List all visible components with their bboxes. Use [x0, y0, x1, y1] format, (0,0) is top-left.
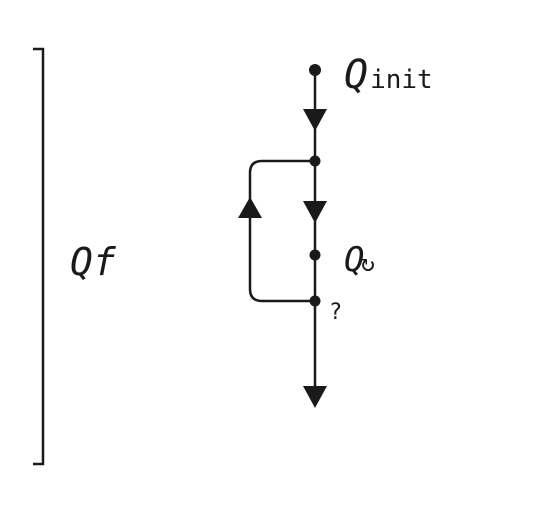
arrow-up-loop: [238, 197, 262, 218]
loop-path: [248, 159, 315, 303]
init-label: Qinit: [344, 52, 433, 98]
branch-label: ?: [329, 300, 342, 325]
arrow-down-1: [303, 109, 327, 131]
init-label-subscript: init: [370, 65, 433, 95]
loop-label-base: Q: [344, 240, 364, 280]
init-label-base: Q: [344, 52, 368, 98]
bracket-label: Qf: [70, 240, 117, 284]
loop-icon: ↻: [360, 249, 374, 277]
left-bracket: [33, 47, 45, 466]
loop-node: [309, 249, 321, 261]
arrow-down-exit: [303, 386, 327, 408]
branch-node: [309, 295, 321, 307]
merge-node: [309, 155, 321, 167]
init-node: [309, 64, 321, 76]
loop-label: Q↻: [344, 240, 375, 280]
arrow-down-2: [303, 201, 327, 223]
